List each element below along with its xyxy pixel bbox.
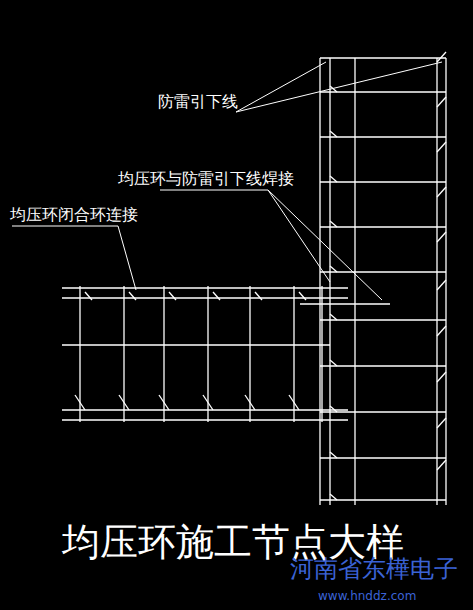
stirrup-hook — [330, 494, 337, 500]
column-stirrup — [320, 411, 446, 412]
column-stirrup — [320, 136, 446, 137]
stirrup-hook — [289, 395, 299, 410]
leader-line — [12, 226, 118, 227]
beam-stirrup — [321, 286, 322, 422]
stirrup-hook — [437, 142, 446, 152]
stirrup-hook — [437, 372, 446, 382]
stirrup-hook — [437, 326, 446, 336]
callout-label: 均压环与防雷引下线焊接 — [118, 170, 294, 188]
leader-line — [160, 190, 268, 191]
watermark: 河南省东樺电子 — [290, 556, 458, 582]
stirrup-hook — [437, 418, 446, 428]
stirrup-hook — [437, 187, 446, 197]
stirrup-hook — [330, 131, 337, 137]
stirrup-hook — [85, 292, 92, 300]
column-stirrup — [320, 91, 446, 92]
stirrup-hook — [299, 292, 306, 300]
stirrup-hook — [437, 460, 446, 470]
column-bar — [445, 58, 446, 505]
stirrup-hook — [119, 395, 129, 410]
column-stirrup — [320, 457, 446, 458]
stirrup-hook — [330, 221, 337, 227]
callout-label: 防雷引下线 — [158, 93, 238, 111]
stirrup-hook — [437, 52, 446, 62]
watermark: www.hnddz.com — [318, 590, 416, 603]
column-stirrup — [320, 271, 446, 272]
column-bar — [436, 58, 437, 505]
column-stirrup — [320, 319, 446, 320]
column-stirrup — [320, 499, 446, 500]
stirrup-hook — [437, 97, 446, 107]
column-stirrup — [320, 365, 446, 366]
leader-line — [118, 226, 136, 290]
stirrup-hook — [437, 280, 446, 290]
beam-bar — [62, 409, 348, 410]
stirrup-hook — [330, 176, 337, 182]
beam-bar — [62, 344, 330, 345]
column-bar — [354, 58, 355, 505]
leader-line — [236, 62, 326, 112]
stirrup-hook — [437, 232, 446, 242]
stirrup-hook — [330, 452, 337, 458]
callout-label: 均压环闭合环连接 — [10, 206, 138, 224]
column-stirrup — [320, 181, 446, 182]
column-stirrup — [320, 57, 446, 58]
stirrup-hook — [330, 314, 337, 320]
stirrup-hook — [213, 292, 220, 300]
stirrup-hook — [129, 292, 136, 300]
stirrup-hook — [330, 406, 337, 412]
stirrup-hook — [330, 360, 337, 366]
leader-line — [268, 190, 330, 282]
leader-line — [236, 62, 442, 112]
stirrup-hook — [169, 292, 176, 300]
beam-bar — [62, 419, 348, 420]
beam-bar — [62, 287, 348, 288]
leader-line — [268, 190, 382, 300]
stirrup-hook — [330, 266, 337, 272]
stirrup-hook — [203, 395, 213, 410]
stirrup-hook — [245, 395, 255, 410]
stirrup-hook — [159, 395, 169, 410]
column-stirrup — [320, 226, 446, 227]
stirrup-hook — [255, 292, 262, 300]
stirrup-hook — [75, 395, 85, 410]
column-bar — [319, 58, 320, 505]
welded-bar — [300, 303, 390, 304]
